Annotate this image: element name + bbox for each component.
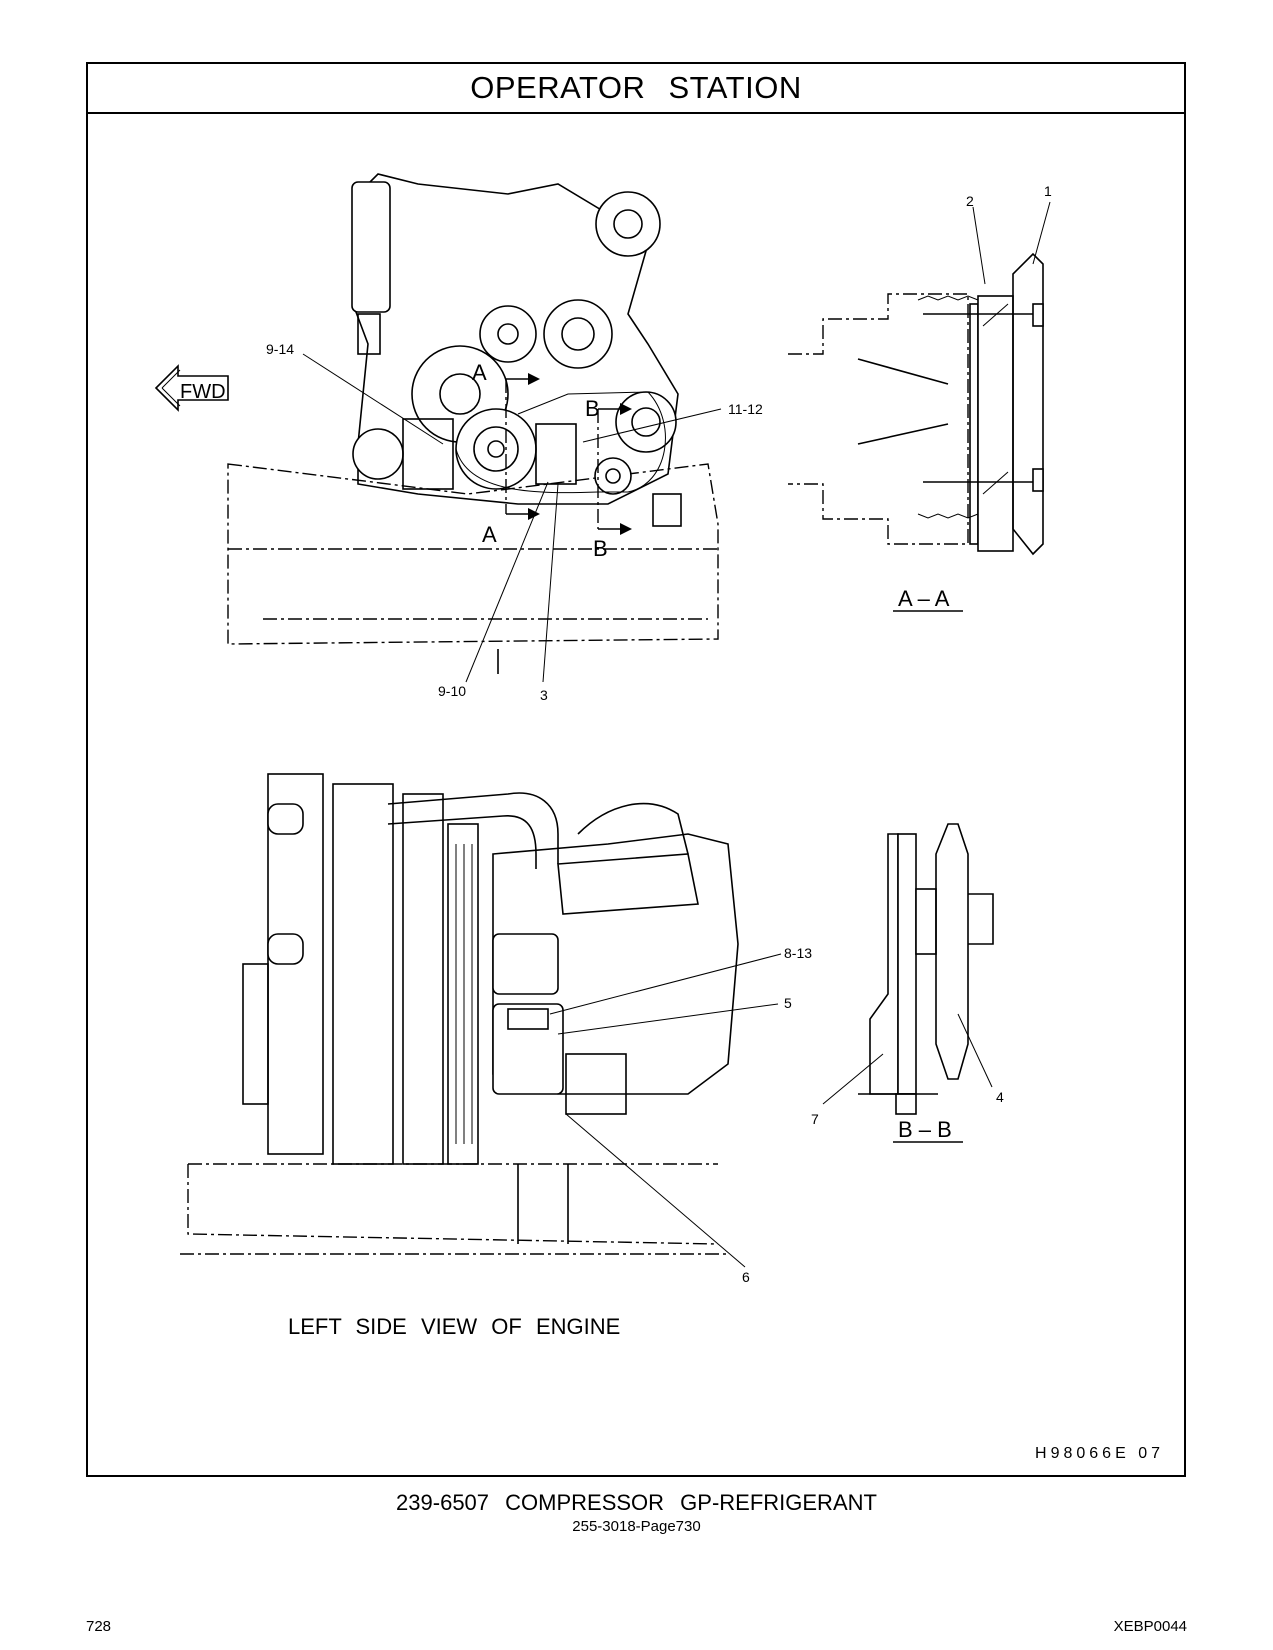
page-title: OPERATOR STATION: [88, 64, 1184, 114]
document-id: XEBP0044: [1113, 1618, 1187, 1635]
view-caption: LEFT SIDE VIEW OF ENGINE: [288, 1314, 621, 1339]
callout-4: 4: [996, 1089, 1004, 1105]
figure-code: H98066E 07: [1035, 1445, 1164, 1462]
document-title: 239-6507 COMPRESSOR GP-REFRIGERANT: [396, 1490, 877, 1515]
page-number: 728: [86, 1618, 112, 1635]
section-mark-a-top: A: [472, 360, 487, 385]
callout-1: 1: [1044, 183, 1052, 199]
callout-6: 6: [742, 1269, 750, 1285]
fwd-label: FWD: [180, 381, 226, 403]
engine-front-view: [227, 173, 719, 674]
parts-diagram: FWD A A B B 9-14 11-12 9-10 3: [154, 173, 1052, 1285]
callout-7: 7: [811, 1111, 819, 1127]
engine-side-view: [180, 773, 739, 1255]
callout-3: 3: [540, 687, 548, 703]
section-aa-title: A – A: [898, 586, 950, 611]
section-mark-b-top: B: [585, 396, 600, 421]
fwd-arrow-icon: [154, 364, 229, 412]
section-bb-title: B – B: [898, 1117, 952, 1142]
section-cut-lines: [505, 373, 632, 535]
drawing-frame: OPERATOR STATION: [86, 62, 1186, 1477]
callout-2: 2: [966, 193, 974, 209]
callout-5: 5: [784, 995, 792, 1011]
callout-8-13: 8-13: [784, 945, 812, 961]
section-mark-b-bottom: B: [593, 536, 608, 561]
callout-9-10: 9-10: [438, 683, 466, 699]
callout-9-14: 9-14: [266, 341, 294, 357]
callout-11-12: 11-12: [728, 401, 763, 417]
section-aa-view: [788, 252, 1044, 556]
section-bb-view: [858, 823, 994, 1115]
section-mark-a-bottom: A: [482, 522, 497, 547]
document-subtitle: 255-3018-Page730: [572, 1518, 701, 1535]
